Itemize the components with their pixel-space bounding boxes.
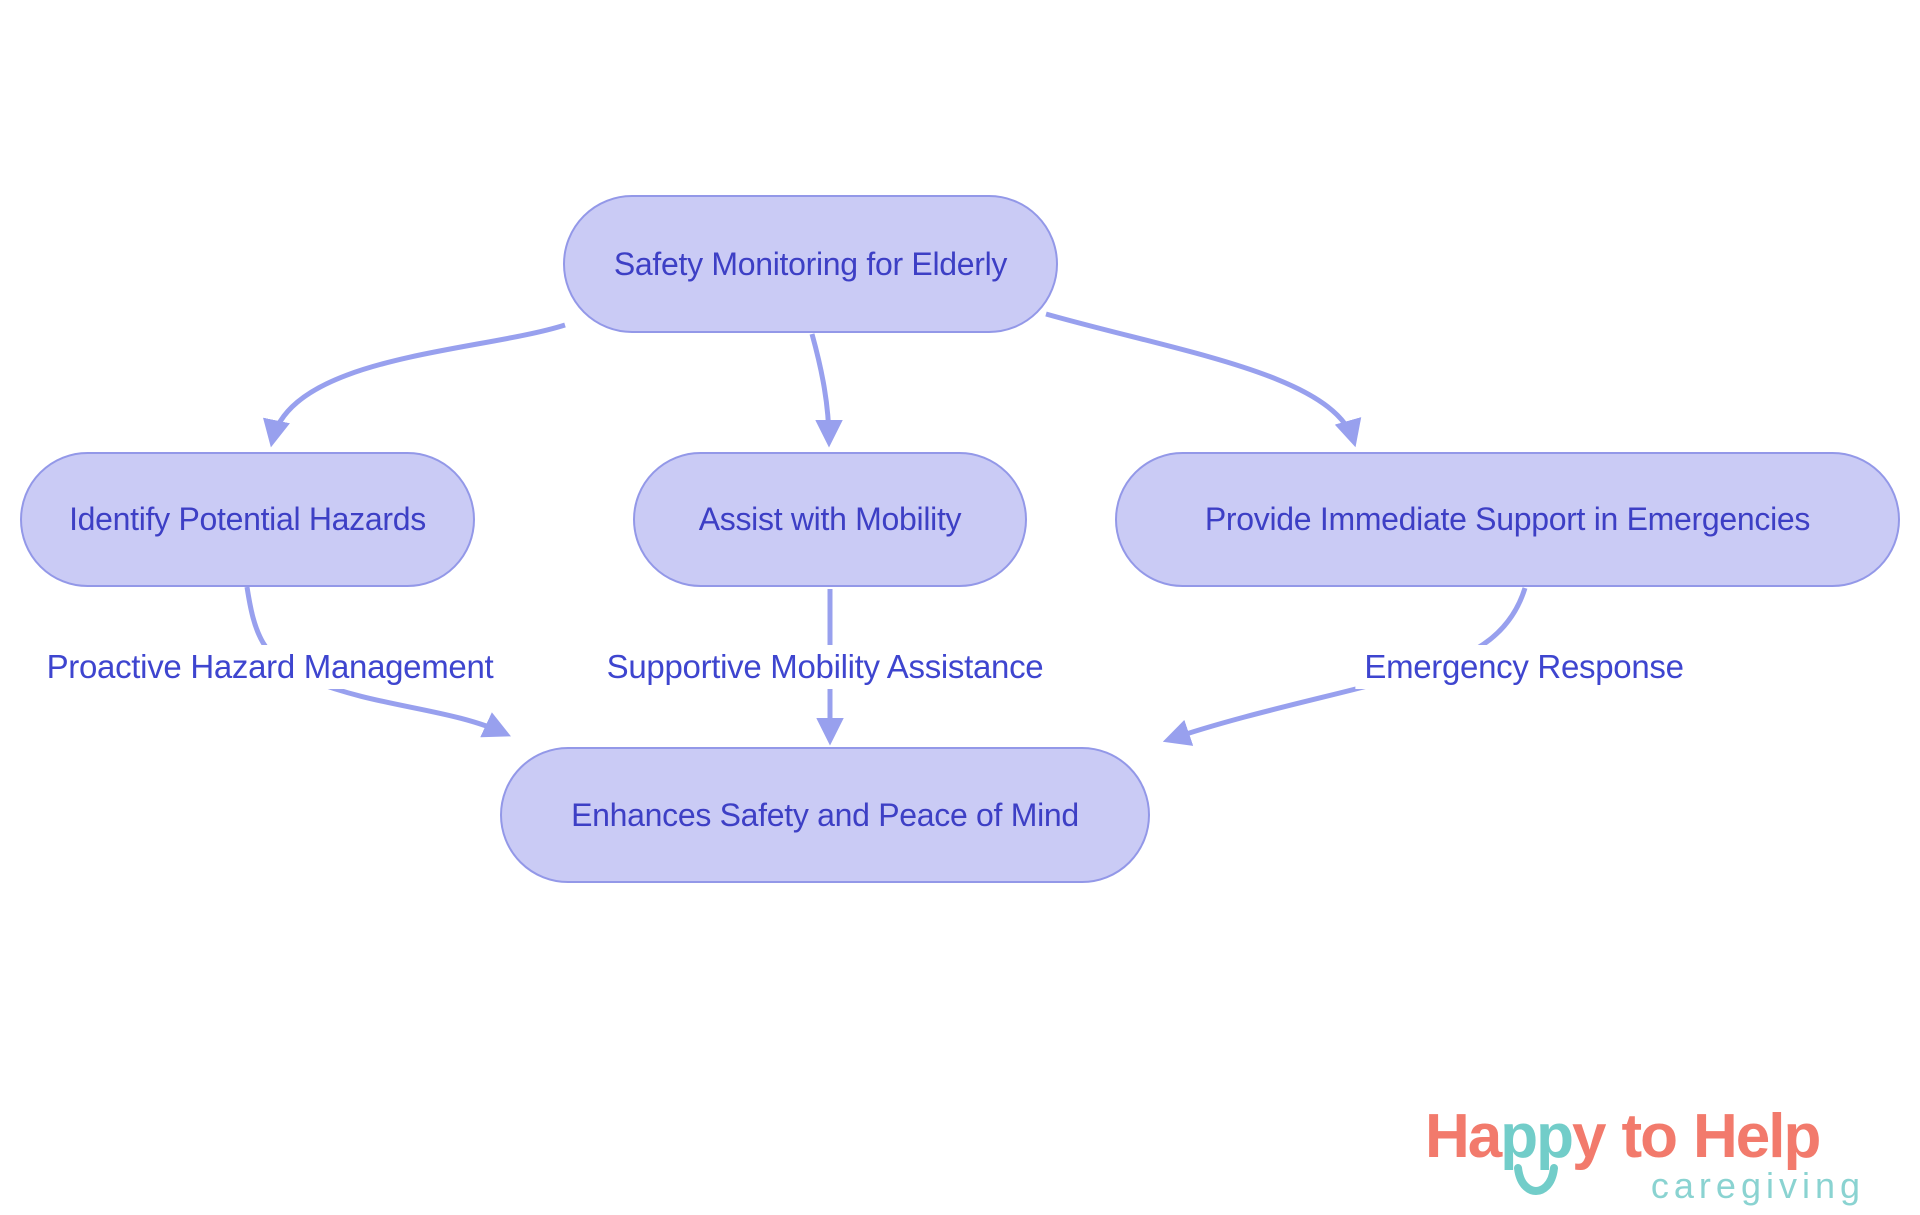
edge-root-to-hazards: [263, 322, 566, 448]
logo-text-ha: Ha: [1425, 1102, 1502, 1171]
logo-text-help: Help: [1693, 1102, 1821, 1171]
node-immediate-support: Provide Immediate Support in Emergencies: [1115, 452, 1900, 587]
logo-text-y: y: [1572, 1102, 1607, 1171]
node-enhances-safety-label: Enhances Safety and Peace of Mind: [571, 796, 1079, 833]
edge-label-proactive-hazard-management: Proactive Hazard Management: [37, 645, 503, 689]
logo-text-pp: pp: [1500, 1106, 1574, 1196]
logo-text-to: to: [1621, 1102, 1679, 1171]
node-enhances-safety: Enhances Safety and Peace of Mind: [500, 747, 1150, 883]
edge-label-emergency-response: Emergency Response: [1355, 645, 1693, 689]
node-safety-monitoring: Safety Monitoring for Elderly: [563, 195, 1058, 333]
node-immediate-support-label: Provide Immediate Support in Emergencies: [1204, 501, 1811, 537]
edge-label-supportive-mobility-assistance: Supportive Mobility Assistance: [597, 645, 1053, 689]
logo-subtitle: caregiving: [1650, 1165, 1865, 1206]
logo-text-pp-letters: pp: [1500, 1102, 1574, 1171]
node-assist-mobility-label: Assist with Mobility: [698, 501, 962, 537]
edge-root-to-mobility: [809, 333, 843, 448]
node-identify-hazards: Identify Potential Hazards: [20, 452, 475, 587]
node-assist-mobility: Assist with Mobility: [633, 452, 1027, 587]
edge-root-to-emergency: [1045, 311, 1362, 448]
smile-icon: [1514, 1164, 1559, 1196]
node-identify-hazards-label: Identify Potential Hazards: [69, 501, 426, 537]
node-safety-monitoring-label: Safety Monitoring for Elderly: [613, 245, 1008, 282]
